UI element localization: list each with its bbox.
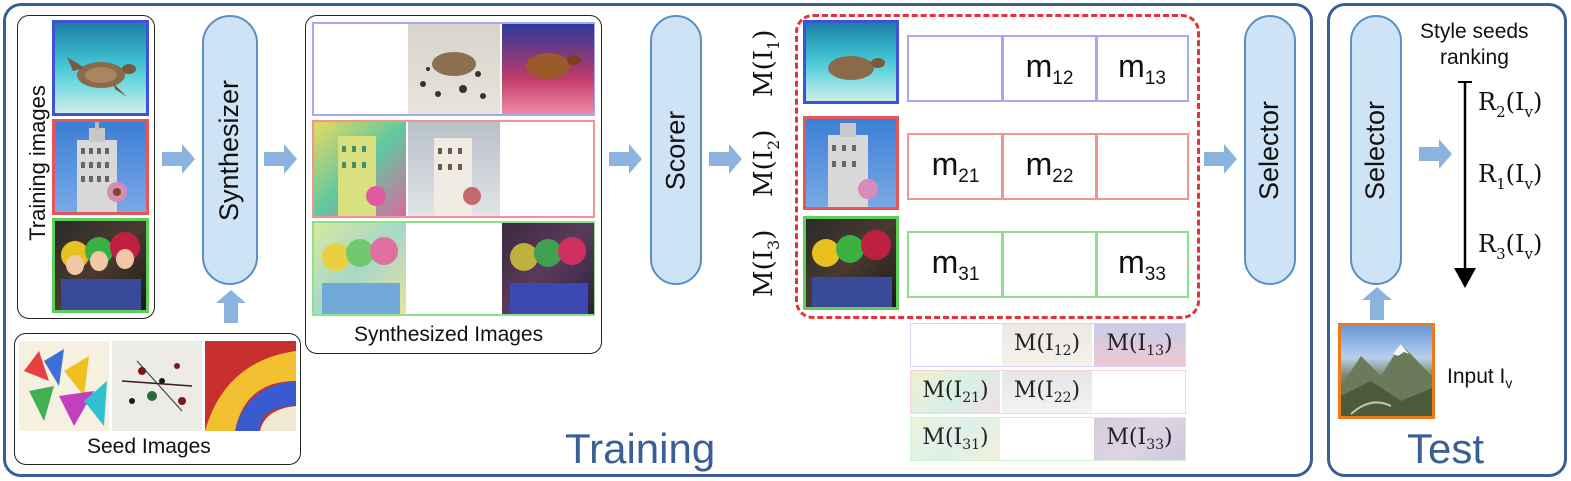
arrow-seed-to-synth: [216, 290, 246, 323]
synth-1-2-illustration: [420, 52, 486, 99]
seed-image-splatter: [112, 341, 202, 431]
mountain-illustration: [1341, 344, 1432, 416]
seed-splatter-illustration: [121, 360, 193, 412]
small-cell-3-1-text: M(I31): [922, 425, 989, 453]
seed-images-label: Seed Images: [87, 435, 211, 458]
matrix-cell-2-2: m22: [1025, 145, 1074, 187]
row-label-2: M(I2): [749, 129, 783, 197]
small-cell-2-2-text: M(I22): [1013, 378, 1081, 406]
test-input-image: [1338, 323, 1435, 419]
matrix-cell-1-2: m12: [1025, 47, 1074, 89]
small-cell-2-1-text: M(I21): [922, 378, 989, 406]
matrix-row-1-divider-a: [1001, 35, 1004, 102]
arrow-training-to-synth: [162, 144, 195, 174]
synthesized-images-label: Synthesized Images: [354, 323, 544, 346]
matrix-row-1: [907, 35, 1189, 102]
small-matrix-row-3: [910, 417, 1186, 461]
small-cell-3-3-text: M(I33): [1106, 425, 1173, 453]
matrix-thumb-people: [803, 216, 899, 310]
synth-image-1-3: [502, 24, 594, 114]
scorer-label: Scorer: [660, 110, 691, 190]
row-label-3: M(I3): [749, 229, 783, 297]
scorer-block: Scorer: [650, 15, 702, 285]
matrix-row-1-divider-b: [1095, 35, 1098, 102]
small-cell-1-2: M(I12): [1002, 324, 1092, 366]
training-selector-block: Selector: [1244, 15, 1296, 285]
arrow-scorer-to-matrix: [709, 144, 742, 174]
synth-row-2: [312, 120, 595, 218]
dashed-selection-region: [795, 14, 1200, 319]
synth-2-1-illustration: [338, 136, 386, 216]
training-image-turtle: [52, 20, 149, 116]
small-cell-2-1: M(I21): [911, 371, 1000, 413]
matrix-cell-2-1: m21: [931, 145, 980, 187]
turtle-illustration: [67, 57, 136, 97]
small-matrix-row-1: [910, 323, 1186, 367]
matrix-cell-3-3: m33: [1118, 243, 1166, 285]
matrix-thumb-building-illustration: [828, 123, 878, 207]
ranking-item-1: R2(Iv): [1478, 88, 1543, 121]
small-cell-3-1: M(I31): [911, 418, 1000, 460]
arrow-images-to-scorer: [609, 144, 642, 174]
matrix-row-2-divider-a: [1001, 133, 1004, 200]
training-title: Training: [565, 425, 716, 472]
ranking-arrow: [1454, 81, 1476, 288]
ranking-title-line1: Style seeds: [1420, 20, 1529, 43]
ranking-item-2: R1(Iv): [1478, 160, 1543, 193]
seed-image-abstract: [19, 341, 109, 431]
seed-abstract-illustration: [24, 349, 107, 426]
matrix-row-3-divider-a: [1001, 231, 1004, 298]
matrix-row-3: [907, 231, 1189, 298]
training-image-people: [52, 218, 149, 313]
seed-image-swirl: [205, 341, 296, 431]
synth-3-3-illustration: [510, 237, 588, 314]
arrow-selector-to-ranking: [1419, 139, 1452, 169]
test-selector-label: Selector: [1360, 100, 1391, 200]
small-cell-1-3-text: M(I13): [1106, 331, 1173, 359]
training-images-label: Training images: [25, 85, 50, 241]
matrix-cell-3-1: m31: [931, 243, 980, 285]
matrix-row-3-divider-b: [1095, 231, 1098, 298]
matrix-thumb-people-illustration: [812, 230, 892, 307]
matrix-thumb-turtle: [803, 20, 899, 104]
synth-image-1-2: [408, 24, 500, 114]
synth-image-2-1: [314, 122, 406, 216]
ranking-title-line2: ranking: [1440, 46, 1509, 69]
synth-row-1: [312, 22, 595, 116]
test-panel: [1327, 3, 1567, 477]
arrow-synth-to-images: [264, 144, 297, 174]
synth-row-3: [312, 221, 595, 316]
synthesizer-label: Synthesizer: [214, 79, 245, 221]
small-matrix-row-2: [910, 370, 1186, 414]
people-illustration: [61, 232, 141, 310]
test-selector-block: Selector: [1350, 15, 1402, 285]
matrix-thumb-turtle-illustration: [828, 56, 885, 80]
training-panel: [3, 3, 1313, 477]
row-label-1: M(I1): [749, 29, 783, 97]
training-image-building: [52, 119, 149, 215]
test-input-label: Input Iv: [1447, 365, 1513, 391]
small-cell-3-3: M(I33): [1094, 418, 1185, 460]
matrix-row-2: [907, 133, 1189, 200]
synth-2-2-illustration: [434, 138, 481, 216]
matrix-thumb-building: [803, 116, 899, 210]
test-title: Test: [1407, 425, 1485, 472]
training-selector-label: Selector: [1254, 100, 1285, 200]
synth-image-3-1: [314, 223, 406, 314]
ranking-item-3: R3(Iv): [1478, 230, 1543, 263]
synth-image-2-2: [408, 122, 500, 216]
arrow-matrix-to-selector: [1204, 144, 1237, 174]
synth-1-3-illustration: [526, 53, 581, 79]
synthesizer-block: Synthesizer: [202, 15, 258, 285]
small-cell-1-2-text: M(I12): [1013, 331, 1081, 359]
matrix-row-2-divider-b: [1095, 133, 1098, 200]
arrow-input-to-selector: [1362, 287, 1392, 320]
building-illustration: [77, 122, 127, 212]
synth-3-1-illustration: [322, 237, 400, 314]
synth-image-3-3: [502, 223, 594, 314]
matrix-cell-1-3: m13: [1118, 47, 1166, 89]
small-cell-1-3: M(I13): [1094, 324, 1185, 366]
seed-swirl-illustration: [205, 351, 296, 431]
small-cell-2-2: M(I22): [1002, 371, 1092, 413]
